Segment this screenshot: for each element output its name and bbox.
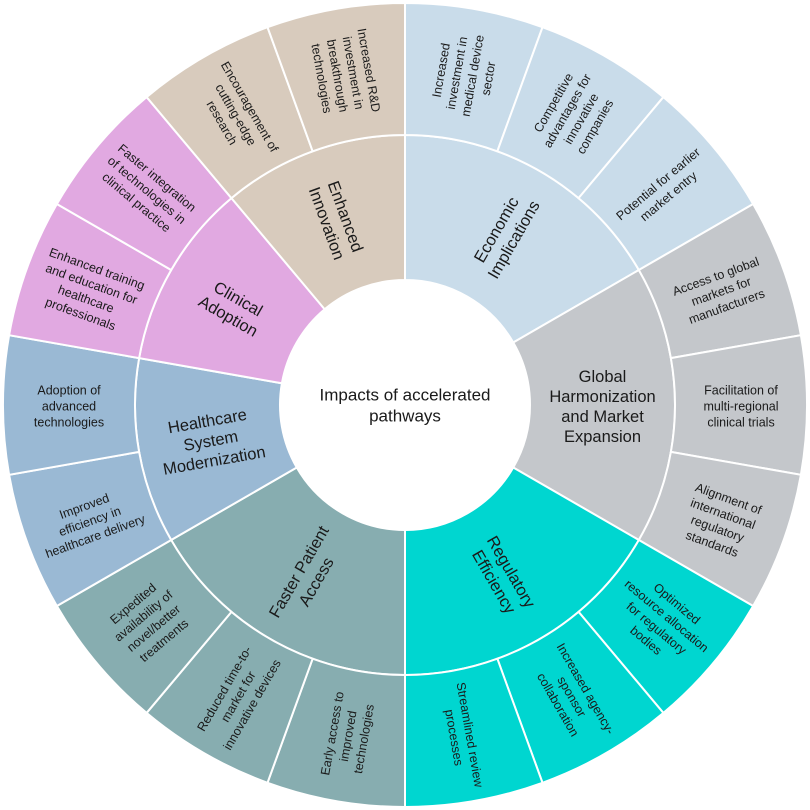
item-label-facilitation-of-multi-regional-clinical-trials: Facilitation of multi-regional clinical tr… — [703, 384, 778, 430]
center-title-line: pathways — [369, 407, 441, 426]
category-label-global-harmonization-and-market-expansion-line: Global — [579, 368, 627, 386]
center-title-line: Impacts of accelerated — [319, 386, 490, 405]
item-label-adoption-of-advanced-technologies: Adoption of advanced technologies — [34, 384, 104, 430]
category-label-global-harmonization-and-market-expansion-line: Harmonization — [549, 388, 655, 406]
item-label-adoption-of-advanced-technologies-line: advanced — [42, 400, 96, 414]
center-circle — [280, 280, 530, 530]
center-title: Impacts of accelerated pathways — [319, 386, 490, 426]
item-label-facilitation-of-multi-regional-clinical-trials-line: multi-regional — [703, 400, 778, 414]
item-label-facilitation-of-multi-regional-clinical-trials-line: clinical trials — [707, 416, 774, 430]
item-label-increased-investment-in-medical-device-sector-line: sector — [479, 61, 499, 97]
item-label-facilitation-of-multi-regional-clinical-trials-line: Facilitation of — [704, 384, 778, 398]
category-label-global-harmonization-and-market-expansion-line: Expansion — [564, 428, 641, 446]
item-segment-increased-randd-investment-in-breakthrough-technologies — [266, 1, 406, 153]
item-label-adoption-of-advanced-technologies-line: Adoption of — [37, 384, 101, 398]
item-label-adoption-of-advanced-technologies-line: technologies — [34, 416, 104, 430]
category-label-global-harmonization-and-market-expansion-line: and Market — [561, 408, 644, 426]
